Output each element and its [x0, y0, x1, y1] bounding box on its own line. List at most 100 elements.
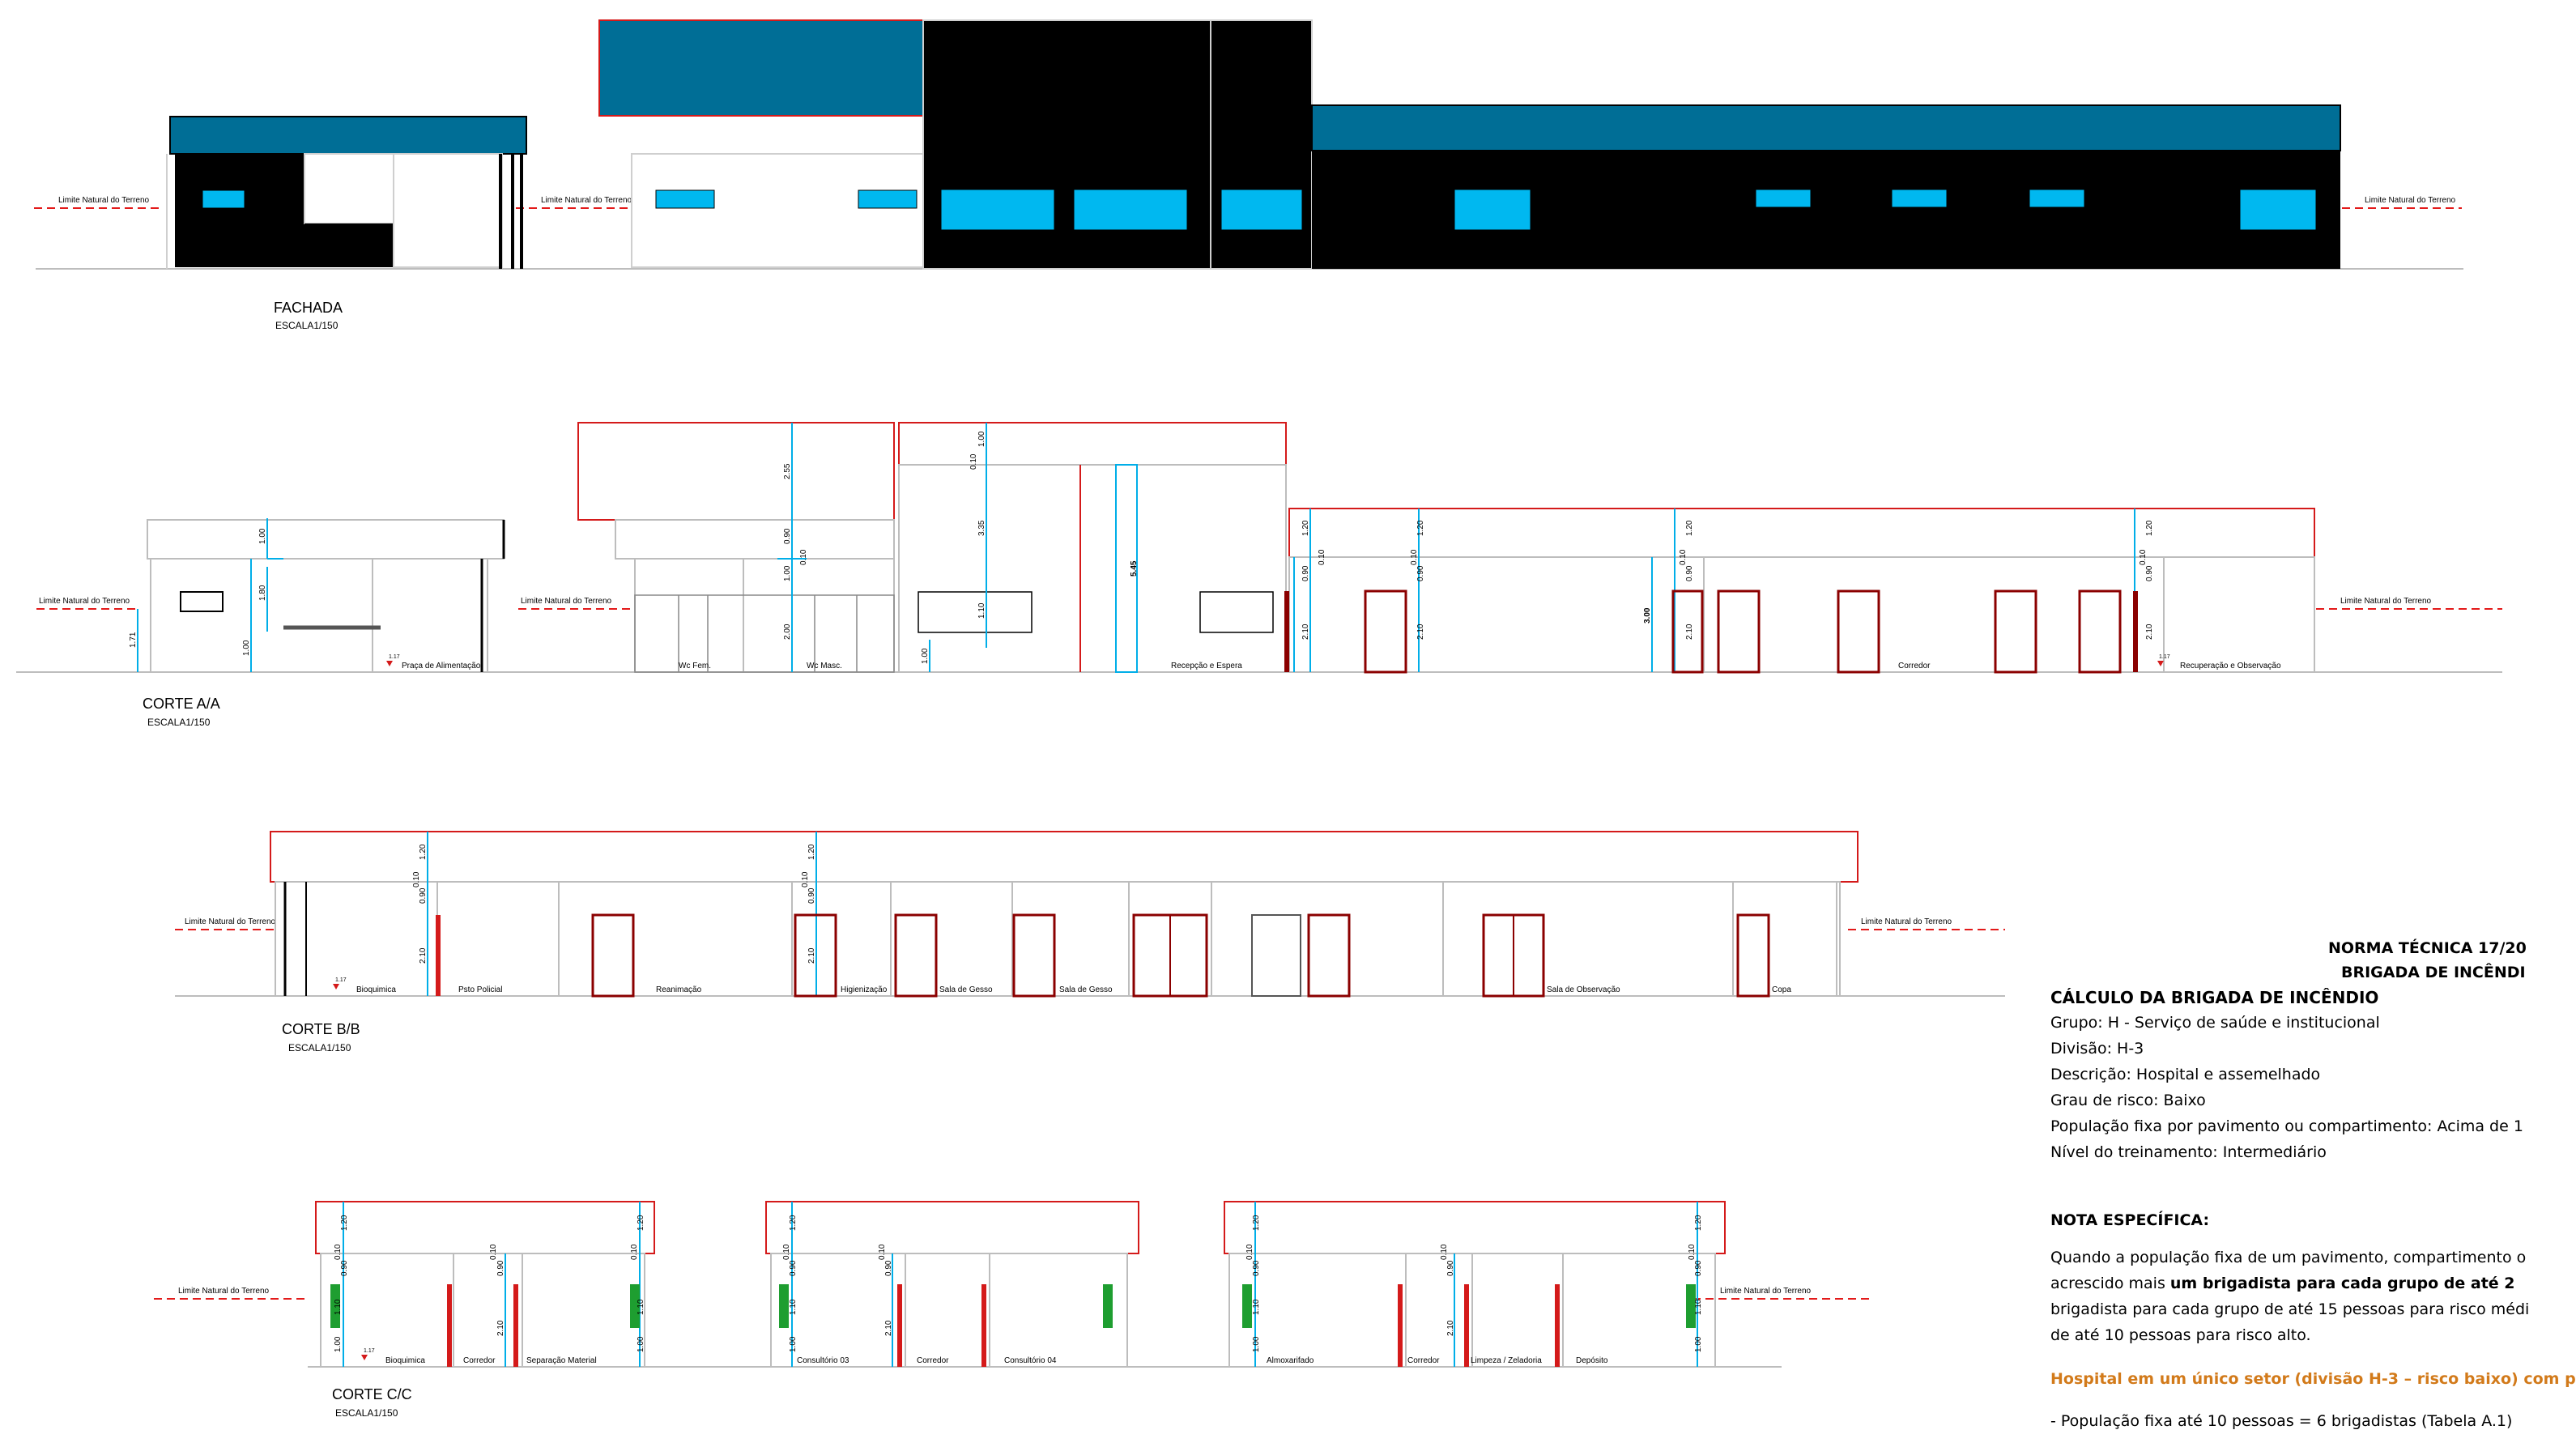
dimension-label: 0.90: [419, 887, 428, 904]
drawing-title: CORTE C/C: [332, 1386, 412, 1402]
dimension-label: 1.20: [1685, 520, 1694, 536]
dimension-label: 0.90: [783, 528, 792, 544]
drawing-title: CORTE A/A: [143, 696, 220, 712]
terrain-label: Limite Natural do Terreno: [541, 196, 632, 205]
dimension-label: 1.00: [1694, 1336, 1703, 1352]
corte-aa-section: Limite Natural do Terreno Limite Natural…: [16, 422, 2502, 728]
terrain-label: Limite Natural do Terreno: [2365, 196, 2456, 205]
room-label: Corredor: [1407, 1356, 1440, 1365]
architectural-drawing-sheet: Limite Natural do Terreno Limite Natural…: [16, 19, 2502, 1419]
dimension-labels-aa: 1.00 1.80 1.71 1.00 2.55 0.90 0.10 1.00 …: [129, 431, 2154, 664]
room-label: Sala de Observação: [1547, 985, 1620, 994]
dimension-label: 2.10: [419, 947, 428, 964]
room-label: Psto Policial: [458, 985, 502, 994]
dimension-label: 1.00: [1252, 1336, 1261, 1352]
note-item: Grau de risco: Baixo: [2050, 1092, 2206, 1109]
room-label: Reanimação: [656, 985, 702, 994]
dimension-label: 1.10: [977, 602, 986, 619]
dimension-label: 1.10: [1694, 1299, 1703, 1315]
dimension-label: 1.00: [637, 1336, 645, 1352]
dimension-labels-bb: 1.20 0.10 0.90 2.10 1.20 0.10 0.90 2.10: [412, 844, 816, 964]
room-label: Consultório 04: [1004, 1356, 1057, 1365]
dimension-label: 0.10: [1679, 549, 1688, 565]
level-mark: 1.17: [2159, 654, 2170, 660]
drawing-scale: ESCALA1/150: [147, 717, 211, 728]
note-item: Descrição: Hospital e assemelhado: [2050, 1066, 2321, 1083]
level-mark: 1.17: [335, 977, 347, 983]
room-label: Sala de Gesso: [939, 985, 993, 994]
note-paragraph-line: Quando a população fixa de um pavimento,…: [2050, 1249, 2527, 1266]
room-label: Corredor: [917, 1356, 949, 1365]
dimension-label: 1.20: [789, 1215, 798, 1231]
room-label: Bioquimica: [385, 1356, 425, 1365]
dimension-label: 0.90: [1694, 1260, 1703, 1276]
dimension-label: 0.90: [1446, 1260, 1455, 1276]
norma-header: NORMA TÉCNICA 17/20: [2328, 939, 2527, 957]
brigada-header: BRIGADA DE INCÊNDI: [2341, 964, 2526, 981]
dimension-label: 2.10: [1416, 623, 1425, 640]
drawing-title: FACHADA: [274, 300, 343, 316]
room-label: Corredor: [463, 1356, 496, 1365]
note-paragraph-bold: um brigadista para cada grupo de até 2: [2169, 1275, 2515, 1292]
room-label: Higienização: [841, 985, 888, 994]
dimension-label: 1.20: [637, 1215, 645, 1231]
dimension-label: 2.10: [1446, 1320, 1455, 1336]
dimension-label: 3.00: [1643, 607, 1652, 623]
room-label: Depósito: [1576, 1356, 1608, 1365]
dimension-label: 1.00: [921, 648, 930, 664]
dimension-label: 0.10: [878, 1244, 887, 1260]
terrain-label: Limite Natural do Terreno: [58, 196, 150, 205]
note-paragraph-text: acrescido mais: [2050, 1275, 2170, 1292]
terrain-label: Limite Natural do Terreno: [521, 597, 612, 606]
room-label: Bioquimica: [356, 985, 396, 994]
dimension-label: 1.00: [789, 1336, 798, 1352]
dimension-label: 2.00: [783, 623, 792, 640]
dimension-label: 0.10: [801, 871, 810, 887]
dimension-label: 0.90: [807, 887, 816, 904]
dimension-label: 0.10: [334, 1244, 343, 1260]
note-paragraph-line: brigadista para cada grupo de até 15 pes…: [2050, 1300, 2530, 1318]
dimension-label: 1.00: [258, 528, 267, 544]
room-label: Wc Fem.: [679, 662, 711, 670]
dimension-label: 1.00: [783, 565, 792, 581]
hospital-note: Hospital em um único setor (divisão H-3 …: [2050, 1370, 2576, 1388]
dimension-label: 1.10: [637, 1299, 645, 1315]
dimension-label: 1.20: [807, 844, 816, 860]
dimension-label: 2.10: [2145, 623, 2154, 640]
dimension-label: 0.10: [1410, 549, 1419, 565]
dimension-label: 0.10: [489, 1244, 498, 1260]
dimension-labels-cc: 1.20 0.10 0.90 1.10 1.00 0.10 0.90 2.10 …: [334, 1215, 1703, 1352]
drawing-scale: ESCALA1/150: [335, 1407, 398, 1419]
dimension-label: 1.20: [1301, 520, 1310, 536]
dimension-label: 1.20: [1252, 1215, 1261, 1231]
terrain-label: Limite Natural do Terreno: [185, 917, 276, 926]
room-label: Recuperação e Observação: [2180, 662, 2281, 670]
population-note: - População fixa até 10 pessoas = 6 brig…: [2050, 1412, 2513, 1430]
dimension-label: 0.10: [782, 1244, 791, 1260]
dimension-label: 0.10: [969, 453, 978, 470]
dimension-label: 0.90: [1685, 565, 1694, 581]
drawing-scale: ESCALA1/150: [275, 320, 338, 331]
dimension-label: 0.90: [1252, 1260, 1261, 1276]
room-label: Consultório 03: [797, 1356, 849, 1365]
dimension-label: 1.20: [1416, 520, 1425, 536]
terrain-label: Limite Natural do Terreno: [1861, 917, 1952, 926]
terrain-label: Limite Natural do Terreno: [1720, 1287, 1812, 1296]
note-item: Nível do treinamento: Intermediário: [2050, 1143, 2327, 1161]
dimension-label: 2.10: [1685, 623, 1694, 640]
drawing-scale: ESCALA1/150: [288, 1042, 351, 1053]
dimension-label: 2.10: [1301, 623, 1310, 640]
dimension-label: 0.10: [1318, 549, 1326, 565]
calc-title: CÁLCULO DA BRIGADA DE INCÊNDIO: [2050, 988, 2379, 1007]
dimension-label: 0.90: [789, 1260, 798, 1276]
dimension-label: 1.20: [1694, 1215, 1703, 1231]
dimension-label: 0.10: [412, 871, 421, 887]
dimension-label: 1.71: [129, 632, 138, 648]
room-label: Copa: [1772, 985, 1791, 994]
room-label: Separação Material: [526, 1356, 597, 1365]
dimension-label: 2.55: [783, 463, 792, 479]
dimension-label: 1.00: [334, 1336, 343, 1352]
note-item: População fixa por pavimento ou comparti…: [2050, 1117, 2523, 1135]
level-mark: 1.17: [389, 654, 400, 660]
dimension-label: 0.10: [799, 549, 808, 565]
